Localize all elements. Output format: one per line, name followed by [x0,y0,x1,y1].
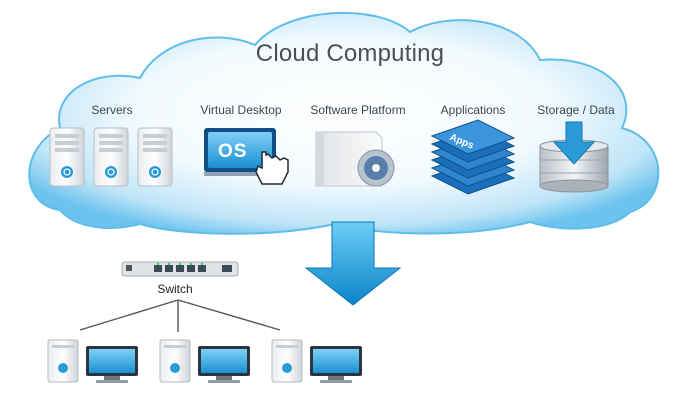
label-applications: Applications [440,103,506,117]
diagram-title: Cloud Computing [255,40,445,67]
network-switch-icon [121,261,239,277]
server-rack-icon [49,127,173,187]
hand-cursor-icon [255,151,289,185]
os-badge: OS [218,141,248,162]
network-cables [79,299,281,332]
label-servers: Servers [91,103,133,117]
switch-label: Switch [157,282,193,296]
client-computer-icon [271,339,362,383]
apps-stack-icon [430,119,516,195]
label-software-platform: Software Platform [310,103,406,117]
label-virtual-desktop: Virtual Desktop [200,103,282,117]
client-workstations [47,339,362,383]
software-box-icon [315,131,395,187]
client-computer-icon [159,339,250,383]
database-download-icon [539,121,609,193]
label-storage-data: Storage / Data [537,103,615,117]
client-computer-icon [47,339,138,383]
download-arrow-icon [304,221,402,306]
os-desktop-icon [204,128,289,185]
